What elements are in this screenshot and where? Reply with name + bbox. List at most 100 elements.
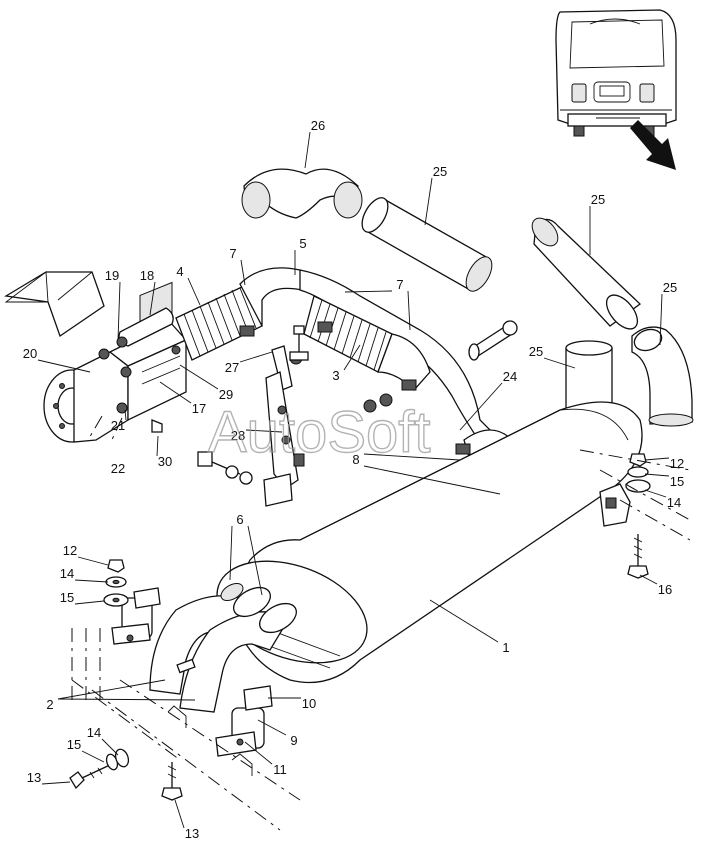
callout-label-c14c: 14 bbox=[87, 725, 101, 740]
leader-line-c19 bbox=[117, 281, 121, 341]
leader-line-c16 bbox=[639, 574, 658, 585]
leader-line-c26 bbox=[304, 131, 311, 169]
leader-line-c30 bbox=[156, 435, 159, 457]
callout-label-c29: 29 bbox=[219, 387, 233, 402]
callout-label-c30: 30 bbox=[158, 454, 172, 469]
callout-label-c2: 2 bbox=[46, 697, 53, 712]
callout-label-c5: 5 bbox=[299, 236, 306, 251]
leader-line-c24 bbox=[459, 382, 503, 431]
callout-leaders bbox=[37, 131, 670, 829]
leader-line-c6 bbox=[229, 525, 233, 581]
callout-label-c25b: 25 bbox=[591, 192, 605, 207]
leader-line-c3 bbox=[343, 344, 361, 371]
callout-label-c22: 22 bbox=[111, 461, 125, 476]
leader-line-c13b bbox=[174, 799, 185, 829]
leader-line-c25d bbox=[543, 357, 576, 369]
callout-label-c16: 16 bbox=[658, 582, 672, 597]
leader-line-c8 bbox=[363, 453, 461, 461]
leader-line-c14c bbox=[101, 738, 119, 756]
washers-left bbox=[103, 559, 129, 607]
pipe-sleeve-25b bbox=[531, 217, 642, 330]
leader-line-c29 bbox=[179, 364, 219, 390]
pipe-elbow-25c bbox=[631, 326, 694, 427]
rubber-mount-9 bbox=[215, 685, 273, 757]
leader-line-c15c bbox=[81, 750, 105, 763]
callout-label-c15a: 15 bbox=[670, 474, 684, 489]
leader-line-c14b bbox=[74, 579, 109, 583]
callout-label-c25a: 25 bbox=[433, 164, 447, 179]
leader-line-c12b bbox=[77, 556, 109, 566]
leader-line-c17 bbox=[159, 381, 192, 404]
callout-label-c12b: 12 bbox=[63, 543, 77, 558]
callout-label-c3: 3 bbox=[332, 368, 339, 383]
leader-line-c2 bbox=[57, 679, 166, 700]
leader-line-c25a bbox=[424, 177, 433, 226]
leader-line-c20 bbox=[37, 359, 91, 373]
callout-label-c7b: 7 bbox=[396, 277, 403, 292]
leader-line-c9 bbox=[257, 719, 287, 736]
callout-label-c24: 24 bbox=[503, 369, 517, 384]
watermark-text: AutoSoft bbox=[208, 400, 430, 465]
leader-line-c11 bbox=[244, 741, 273, 765]
leader-line-c15a bbox=[644, 473, 670, 477]
callout-label-c7a: 7 bbox=[229, 246, 236, 261]
callout-label-c15c: 15 bbox=[67, 737, 81, 752]
rubber-mount-left bbox=[111, 587, 161, 645]
leader-line-c7a bbox=[240, 259, 246, 286]
leader-line-c6 bbox=[247, 525, 263, 596]
callout-label-c14a: 14 bbox=[667, 495, 681, 510]
bolt-13-left bbox=[69, 748, 130, 790]
leader-line-c25c bbox=[659, 293, 663, 346]
leader-line-c28 bbox=[245, 429, 283, 433]
callout-label-c26: 26 bbox=[311, 118, 325, 133]
callout-label-c19: 19 bbox=[105, 268, 119, 283]
callout-label-c21: 21 bbox=[111, 418, 125, 433]
leader-line-c13a bbox=[41, 781, 71, 785]
rubber-mount-right bbox=[599, 483, 631, 527]
leader-line-c12a bbox=[644, 457, 670, 461]
leader-line-c1 bbox=[429, 599, 499, 643]
leader-line-c27 bbox=[239, 351, 273, 363]
pipe-elbow-26 bbox=[241, 168, 363, 219]
hanger-bracket bbox=[263, 345, 305, 507]
callout-label-c25c: 25 bbox=[663, 280, 677, 295]
flex-pipe-4 bbox=[175, 285, 263, 361]
callout-label-c11: 11 bbox=[273, 762, 287, 777]
callout-label-c4: 4 bbox=[176, 264, 183, 279]
callout-label-c14b: 14 bbox=[60, 566, 74, 581]
callout-label-c6: 6 bbox=[236, 512, 243, 527]
leader-line-c18 bbox=[149, 281, 156, 316]
callout-label-c17: 17 bbox=[192, 401, 206, 416]
bolt-16 bbox=[627, 534, 649, 579]
callout-label-c9: 9 bbox=[290, 733, 297, 748]
bus-rear-view-inset bbox=[555, 9, 677, 170]
leader-line-c7b bbox=[407, 290, 411, 331]
callout-label-c1: 1 bbox=[502, 640, 509, 655]
bolt-upper-right bbox=[468, 320, 518, 361]
callout-label-c8: 8 bbox=[352, 452, 359, 467]
leader-line-c8 bbox=[363, 465, 501, 495]
callout-label-c27: 27 bbox=[225, 360, 239, 375]
leader-line-c14a bbox=[644, 489, 667, 498]
callout-label-c28: 28 bbox=[231, 428, 245, 443]
callout-label-c13a: 13 bbox=[27, 770, 41, 785]
callout-label-c20: 20 bbox=[23, 346, 37, 361]
callout-label-c25d: 25 bbox=[529, 344, 543, 359]
leader-line-c21 bbox=[124, 409, 127, 421]
callout-label-c15b: 15 bbox=[60, 590, 74, 605]
callout-label-c12a: 12 bbox=[670, 456, 684, 471]
pipe-sleeve-25a bbox=[361, 197, 493, 292]
bolt-13-bottom bbox=[161, 762, 183, 801]
heat-shield bbox=[4, 271, 105, 338]
pointer-arrow-icon bbox=[630, 120, 676, 170]
callout-label-c18: 18 bbox=[140, 268, 154, 283]
leader-line-c2 bbox=[57, 698, 196, 701]
callout-label-c10: 10 bbox=[302, 696, 316, 711]
callout-label-c13b: 13 bbox=[185, 826, 199, 841]
bolt-28 bbox=[197, 451, 253, 485]
leader-line-c7b bbox=[344, 290, 393, 293]
washers-right bbox=[625, 453, 651, 493]
